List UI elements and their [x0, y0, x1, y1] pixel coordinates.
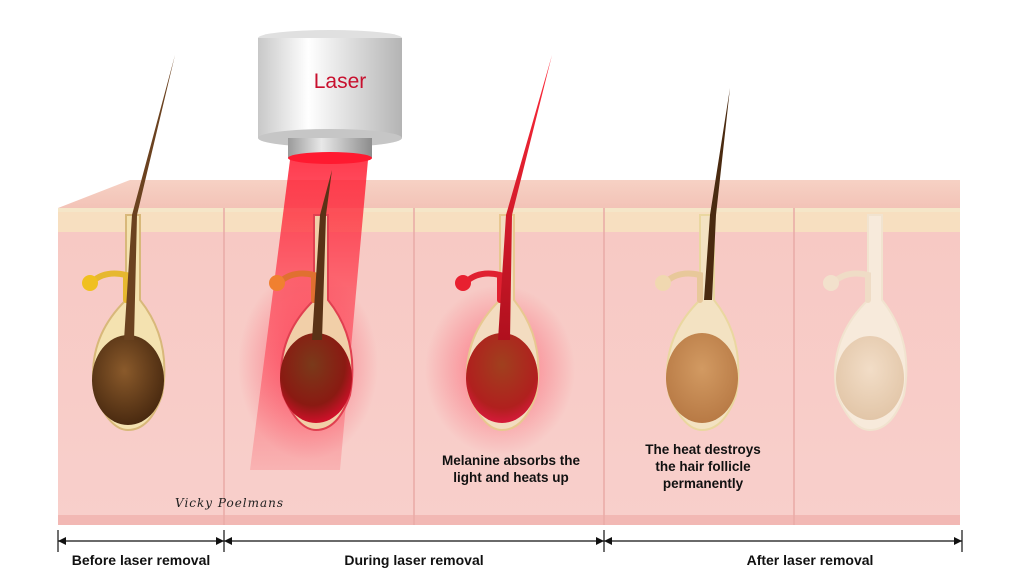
- hair-shaft: [704, 88, 730, 300]
- stage-label-during: During laser removal: [344, 552, 484, 568]
- hair-shaft: [498, 55, 552, 340]
- hair-shaft: [124, 55, 175, 340]
- hair-shaft: [312, 170, 332, 340]
- annotation-line: permanently: [662, 476, 744, 491]
- annotation-melanine: Melanine absorbs the light and heats up: [426, 452, 596, 486]
- hair-follicle-heated: [455, 55, 552, 432]
- annotation-line: light and heats up: [453, 470, 569, 485]
- stage-brackets: [57, 530, 963, 552]
- laser-label: Laser: [313, 70, 367, 93]
- stage-label-after: After laser removal: [746, 552, 874, 568]
- annotation-line: Melanine absorbs the: [441, 453, 581, 468]
- stage-label-before: Before laser removal: [71, 552, 211, 568]
- laser-device: [258, 30, 402, 164]
- hair-follicle-destroyed: [655, 88, 740, 432]
- skin-top-surface: [58, 180, 960, 208]
- artist-signature: Vicky Poelmans: [175, 496, 285, 510]
- hair-follicle-before: [82, 55, 175, 432]
- annotation-heat: The heat destroys the hair follicle perm…: [618, 441, 788, 492]
- hair-follicle-during: [269, 170, 354, 432]
- skin-bottom-strip: [58, 515, 960, 525]
- hair-follicle-faded: [823, 214, 908, 432]
- annotation-line: the hair follicle: [655, 459, 751, 474]
- annotation-line: The heat destroys: [645, 442, 761, 457]
